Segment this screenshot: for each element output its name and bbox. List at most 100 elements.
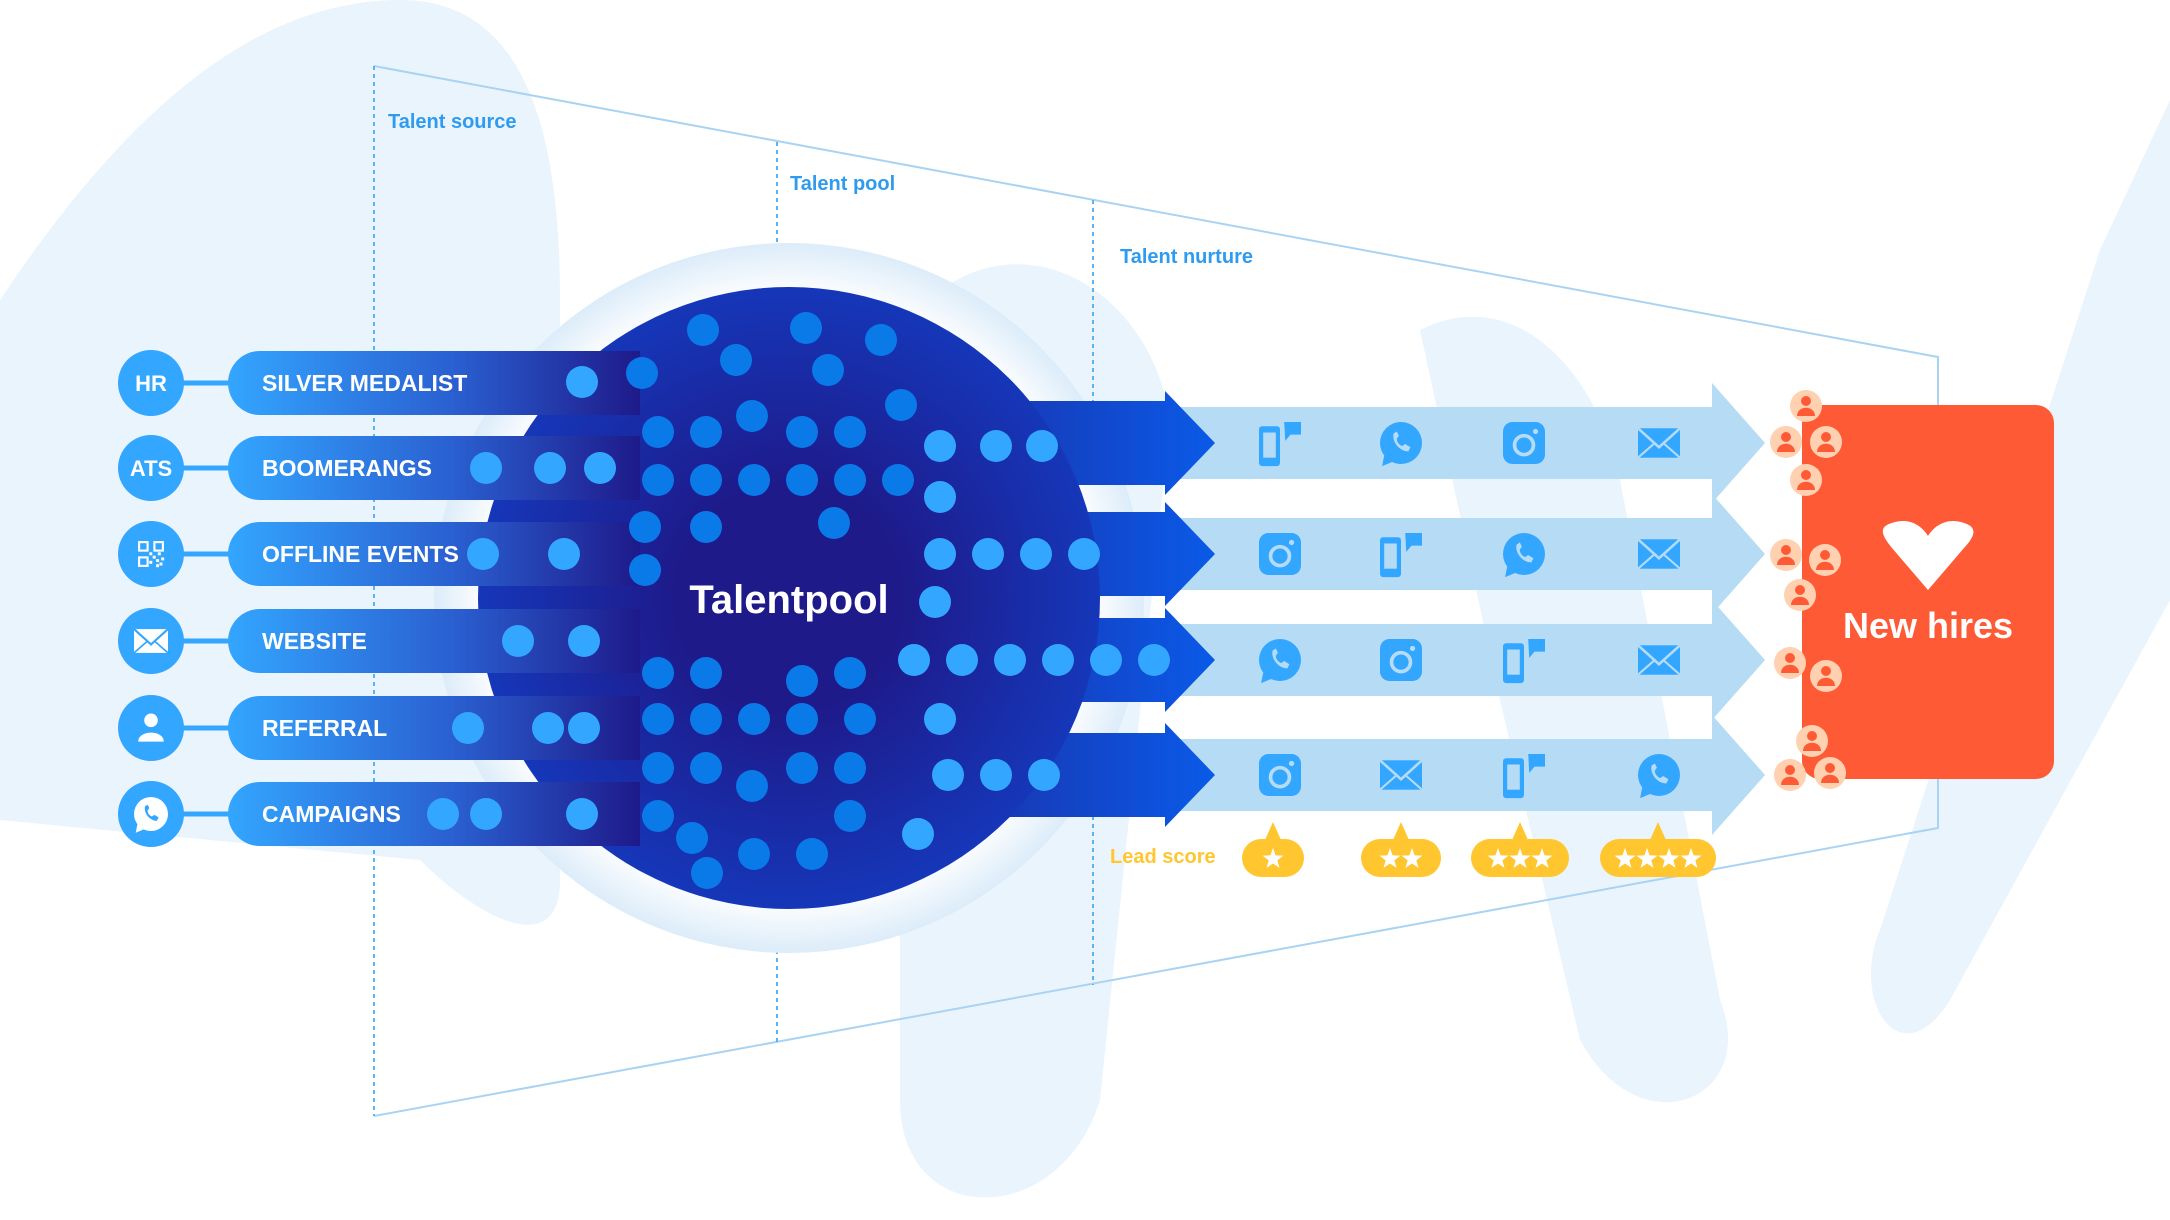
candidate-dot — [796, 838, 828, 870]
candidate-dots — [427, 312, 1170, 889]
candidate-dot — [629, 511, 661, 543]
source-pill — [228, 696, 640, 760]
source-label: BOOMERANGS — [262, 455, 432, 481]
candidate-avatar — [1774, 647, 1806, 679]
candidate-dot — [548, 538, 580, 570]
light-arrow — [1160, 715, 1765, 835]
sms-icon — [1380, 533, 1422, 578]
sms-icon — [1503, 754, 1545, 799]
candidate-dot — [1026, 430, 1058, 462]
candidate-avatar — [1770, 426, 1802, 458]
candidate-dot — [532, 712, 564, 744]
candidate-dot — [690, 752, 722, 784]
candidate-avatar — [1814, 757, 1846, 789]
candidate-dot — [687, 314, 719, 346]
lead-score-badges — [1242, 822, 1716, 877]
candidate-dot — [427, 798, 459, 830]
candidate-dot — [834, 657, 866, 689]
instagram-icon — [1259, 754, 1301, 796]
whatsapp-icon — [1638, 754, 1680, 799]
new-hires-label: New hires — [1843, 605, 2013, 646]
candidate-dot — [786, 665, 818, 697]
source-badge-label: HR — [135, 371, 167, 396]
instagram-icon — [1503, 422, 1545, 464]
candidate-dot — [924, 538, 956, 570]
candidate-dot — [1068, 538, 1100, 570]
candidate-dot — [568, 625, 600, 657]
candidate-dot — [844, 703, 876, 735]
candidate-dot — [642, 703, 674, 735]
section-label-talent-pool: Talent pool — [790, 173, 895, 195]
source-badge — [118, 695, 184, 761]
instagram-icon — [1380, 639, 1422, 681]
candidate-dot — [676, 822, 708, 854]
whatsapp-icon — [1259, 639, 1301, 684]
candidate-avatar — [1790, 390, 1822, 422]
candidate-dot — [834, 800, 866, 832]
candidate-dot — [1028, 759, 1060, 791]
candidate-dot — [786, 464, 818, 496]
candidate-dot — [629, 554, 661, 586]
new-hires-box: New hires — [1802, 405, 2054, 779]
star-icon — [1614, 848, 1636, 868]
instagram-icon — [1259, 533, 1301, 575]
candidate-dot — [818, 507, 850, 539]
whatsapp-icon — [1380, 422, 1422, 467]
email-icon — [1379, 759, 1423, 791]
star-icon — [1509, 848, 1531, 868]
star-icon — [1262, 848, 1284, 868]
light-arrow — [1160, 494, 1765, 614]
star-icon — [1680, 848, 1702, 868]
candidate-dot — [720, 344, 752, 376]
pool-label: Talentpool — [689, 578, 888, 622]
source-row: WEBSITE — [118, 608, 640, 674]
candidate-dot — [470, 798, 502, 830]
candidate-avatar — [1809, 544, 1841, 576]
candidate-avatar — [1810, 426, 1842, 458]
email-icon — [1637, 427, 1681, 459]
candidate-dot — [885, 389, 917, 421]
section-label-talent-nurture: Talent nurture — [1120, 246, 1253, 268]
candidate-dot — [566, 798, 598, 830]
candidate-dot — [786, 416, 818, 448]
candidate-dot — [790, 312, 822, 344]
candidate-dot — [502, 625, 534, 657]
candidate-dot — [568, 712, 600, 744]
candidate-dot — [834, 464, 866, 496]
candidate-dot — [932, 759, 964, 791]
candidate-dot — [882, 464, 914, 496]
lead-score-badge-4-star — [1600, 822, 1716, 877]
person-icon — [138, 713, 164, 742]
candidate-dot — [566, 366, 598, 398]
candidate-dot — [924, 703, 956, 735]
light-arrow — [1160, 383, 1765, 503]
candidate-avatar — [1770, 539, 1802, 571]
candidate-dot — [898, 644, 930, 676]
candidate-dot — [834, 752, 866, 784]
candidate-dot — [690, 464, 722, 496]
candidate-dot — [786, 752, 818, 784]
candidate-dot — [1138, 644, 1170, 676]
candidate-dot — [902, 818, 934, 850]
candidate-dot — [691, 857, 723, 889]
source-row: OFFLINE EVENTS — [118, 521, 640, 587]
source-label: CAMPAIGNS — [262, 801, 401, 827]
source-badge — [118, 350, 184, 416]
candidate-dot — [919, 586, 951, 618]
candidate-dot — [946, 644, 978, 676]
candidate-avatar — [1810, 660, 1842, 692]
candidate-dot — [738, 703, 770, 735]
candidate-dot — [626, 357, 658, 389]
candidate-dot — [534, 452, 566, 484]
candidate-dot — [812, 354, 844, 386]
candidate-dot — [642, 464, 674, 496]
candidate-dot — [690, 416, 722, 448]
candidate-dot — [834, 416, 866, 448]
candidate-dot — [642, 416, 674, 448]
source-pill — [228, 351, 640, 415]
candidate-dot — [470, 452, 502, 484]
sms-icon — [1259, 422, 1301, 467]
